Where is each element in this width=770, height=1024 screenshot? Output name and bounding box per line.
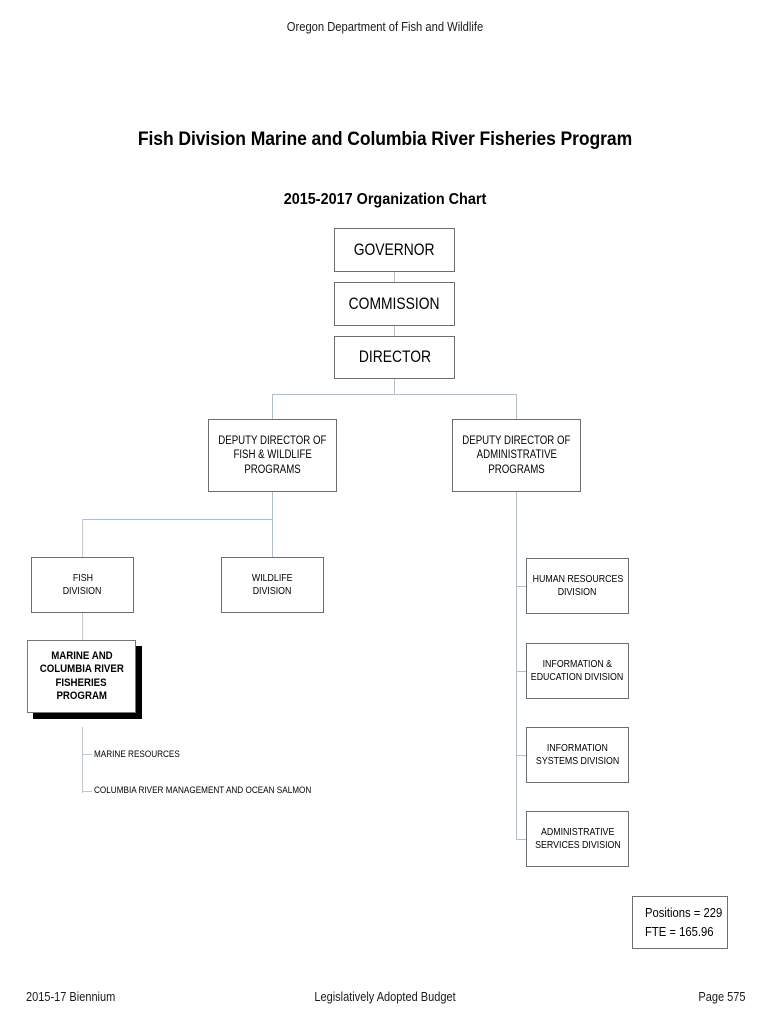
leaf-marine-resources[interactable]: MARINE RESOURCES [94, 749, 180, 760]
node-deputy-admin-line2: ADMINISTRATIVE [476, 449, 557, 462]
connector-deputy-fw-drop [272, 492, 274, 520]
page-subtitle: 2015-2017 Organization Chart [283, 191, 487, 208]
connector-governor-commission [394, 271, 396, 282]
node-marine-line2: COLUMBIA RIVER [39, 663, 124, 676]
node-info-ed-line1: INFORMATION & [542, 658, 613, 671]
connector-director-drop [394, 378, 396, 395]
node-info-ed-line2: EDUCATION DIVISION [531, 671, 624, 683]
node-director-label: DIRECTOR [358, 348, 431, 367]
connector-bus-to-deputy-fw [272, 394, 274, 419]
node-deputy-admin-line1: DEPUTY DIRECTOR OF [462, 435, 571, 448]
node-marine-line1: MARINE AND [50, 649, 113, 662]
node-deputy-fw-line1: DEPUTY DIRECTOR OF [218, 435, 327, 448]
node-info-sys-line1: INFORMATION [546, 742, 609, 755]
node-marine-line4: PROGRAM [56, 689, 107, 702]
node-admin-svc-line2: SERVICES DIVISION [534, 839, 621, 851]
connector-leaf-marine-resources [82, 754, 92, 756]
connector-bus-to-wildlife-division [272, 519, 274, 557]
node-commission[interactable]: COMMISSION [334, 282, 455, 326]
node-hr-line2: DIVISION [558, 586, 597, 598]
connector-bus-to-fish-division [82, 519, 84, 557]
node-deputy-fw-line2: FISH & WILDLIFE [233, 449, 312, 462]
connector-spine-to-info-systems [516, 755, 527, 757]
node-fish-division-line1: FISH [72, 572, 93, 585]
node-commission-label: COMMISSION [349, 294, 440, 313]
leaf-columbia-river-management[interactable]: COLUMBIA RIVER MANAGEMENT AND OCEAN SALM… [94, 785, 312, 796]
node-administrative-services-division[interactable]: ADMINISTRATIVE SERVICES DIVISION [526, 811, 629, 867]
footer-center: Legislatively Adopted Budget [314, 990, 456, 1004]
connector-bus-to-deputy-admin [516, 394, 518, 419]
footer-right: Page 575 [698, 990, 746, 1004]
node-deputy-fw-line3: PROGRAMS [244, 463, 301, 476]
connector-spine-to-admin-services [516, 839, 527, 841]
connector-spine-to-info-education [516, 671, 527, 673]
page-title: Fish Division Marine and Columbia River … [137, 128, 633, 150]
connector-fish-to-marine [82, 613, 84, 640]
page-header: Oregon Department of Fish and Wildlife [286, 19, 484, 34]
connector-fw-bus [82, 519, 273, 521]
connector-leaf-columbia-river [82, 791, 92, 793]
node-admin-svc-line1: ADMINISTRATIVE [540, 826, 615, 839]
node-governor-label: GOVERNOR [354, 240, 435, 259]
node-wildlife-division-line2: DIVISION [253, 585, 292, 597]
node-deputy-director-fish-wildlife[interactable]: DEPUTY DIRECTOR OF FISH & WILDLIFE PROGR… [208, 419, 337, 492]
node-human-resources-division[interactable]: HUMAN RESOURCES DIVISION [526, 558, 629, 614]
connector-director-bus [272, 394, 517, 396]
node-marine-columbia-river-fisheries-program[interactable]: MARINE AND COLUMBIA RIVER FISHERIES PROG… [27, 640, 136, 713]
connector-marine-leaf-spine [82, 727, 84, 793]
summary-positions: Positions = 229 [645, 906, 723, 921]
node-wildlife-division[interactable]: WILDLIFE DIVISION [221, 557, 324, 613]
footer-left: 2015-17 Biennium [26, 990, 116, 1004]
node-governor[interactable]: GOVERNOR [334, 228, 455, 272]
node-info-sys-line2: SYSTEMS DIVISION [535, 755, 620, 767]
node-wildlife-division-line1: WILDLIFE [252, 572, 293, 585]
connector-admin-spine [516, 492, 518, 840]
summary-positions-fte: Positions = 229 FTE = 165.96 [632, 896, 728, 949]
node-information-education-division[interactable]: INFORMATION & EDUCATION DIVISION [526, 643, 629, 699]
node-information-systems-division[interactable]: INFORMATION SYSTEMS DIVISION [526, 727, 629, 783]
node-marine-line3: FISHERIES [55, 676, 108, 689]
connector-commission-director [394, 325, 396, 336]
node-deputy-director-administrative[interactable]: DEPUTY DIRECTOR OF ADMINISTRATIVE PROGRA… [452, 419, 581, 492]
summary-fte: FTE = 165.96 [645, 924, 714, 939]
connector-spine-to-hr [516, 586, 527, 588]
node-director[interactable]: DIRECTOR [334, 336, 455, 379]
node-fish-division[interactable]: FISH DIVISION [31, 557, 134, 613]
node-fish-division-line2: DIVISION [63, 585, 102, 597]
node-deputy-admin-line3: PROGRAMS [488, 463, 545, 476]
node-hr-line1: HUMAN RESOURCES [532, 573, 623, 586]
